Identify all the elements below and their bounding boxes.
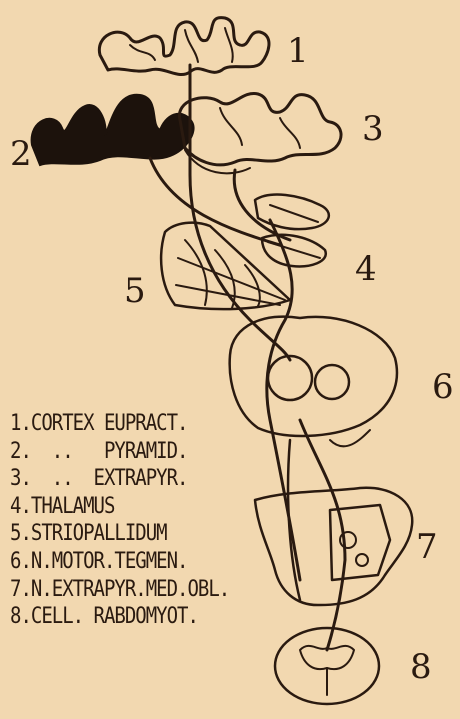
legend-item-8: 8.CELL. RABDOMYOT. (10, 603, 260, 630)
callout-4: 4 (355, 249, 377, 289)
legend-item-5: 5.STRIOPALLIDUM (10, 520, 260, 547)
callout-7: 7 (416, 527, 438, 567)
callout-5: 5 (124, 271, 146, 311)
medullary-extrapyramidal-nucleus-structure (255, 488, 412, 605)
legend: 1.CORTEX EUPRACT. 2. .. PYRAMID. 3. .. E… (10, 410, 260, 631)
legend-item-2: 2. .. PYRAMID. (10, 438, 260, 465)
cortex-pyramidal-structure (32, 95, 194, 165)
cortex-extrapyramidal-structure (179, 93, 341, 173)
cortex-eupract-structure (99, 18, 269, 75)
legend-item-6: 6.N.MOTOR.TEGMEN. (10, 548, 260, 575)
legend-item-4: 4.THALAMUS (10, 493, 260, 520)
callout-2: 2 (10, 134, 32, 174)
legend-item-7: 7.N.EXTRAPYR.MED.OBL. (10, 576, 260, 603)
legend-item-1: 1.CORTEX EUPRACT. (10, 410, 260, 437)
callout-6: 6 (432, 367, 454, 407)
callout-1: 1 (287, 31, 309, 71)
callout-8: 8 (410, 647, 432, 687)
legend-item-3: 3. .. EXTRAPYR. (10, 465, 260, 492)
spinal-cord-structure (275, 628, 379, 704)
callout-3: 3 (362, 109, 384, 149)
thalamus-structure (255, 195, 329, 267)
